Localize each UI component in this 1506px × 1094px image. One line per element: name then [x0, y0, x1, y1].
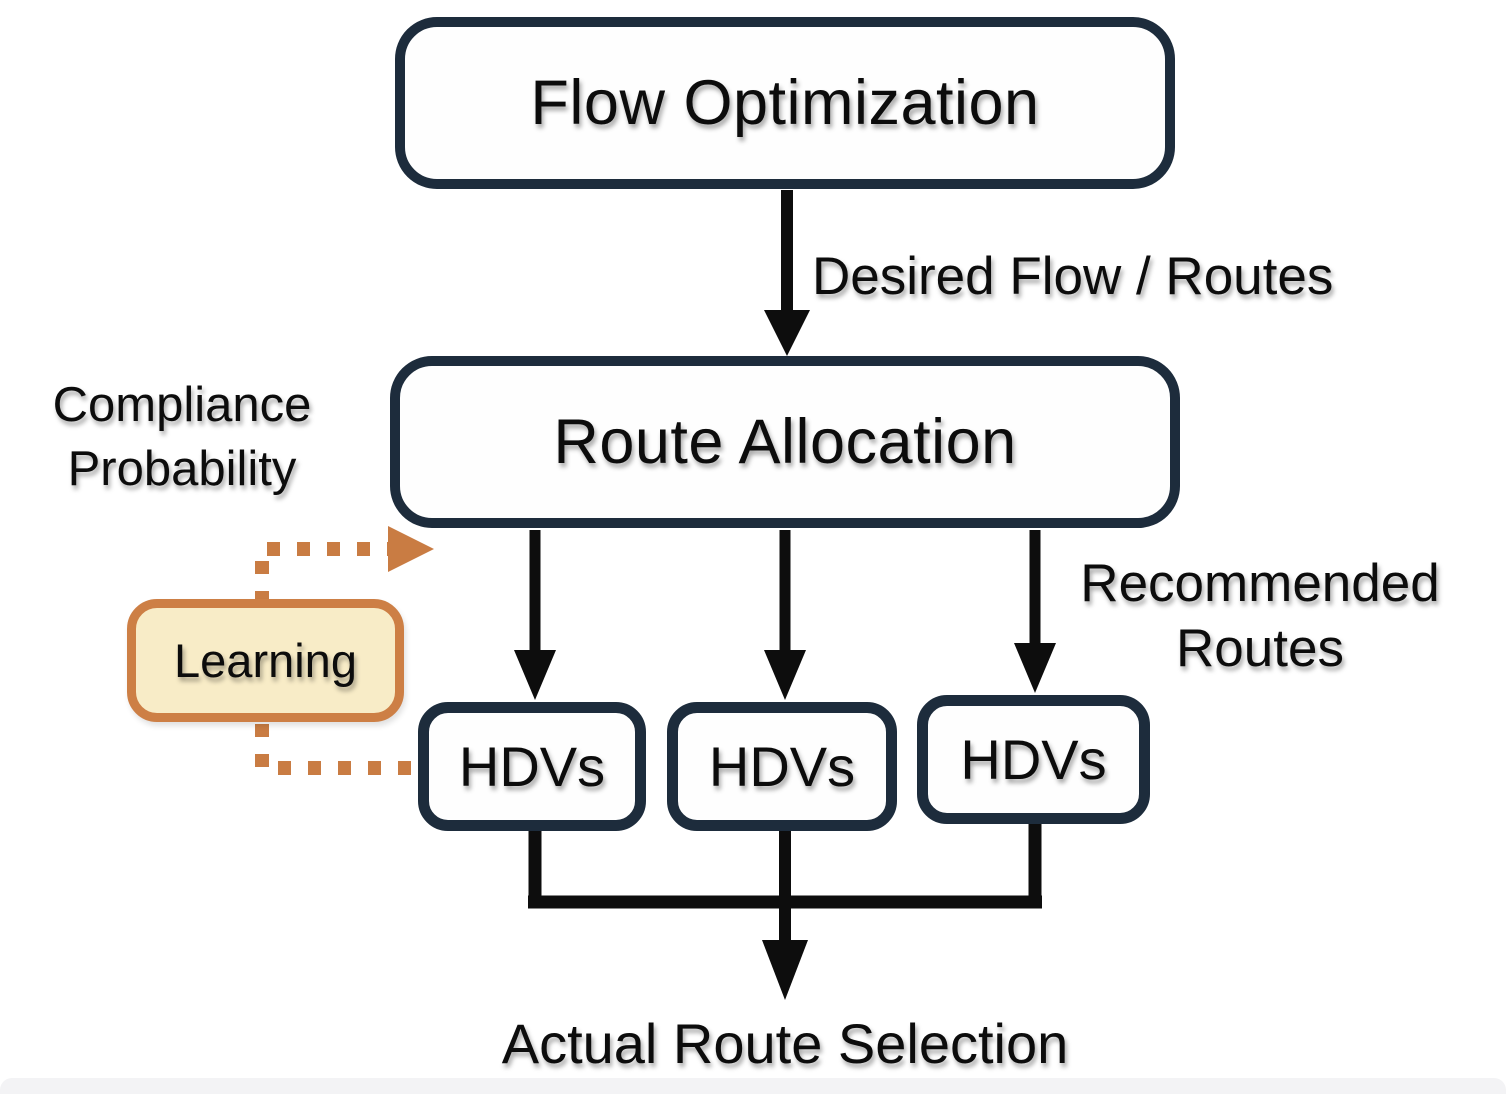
edge-label-desired-flow-routes: Desired Flow / Routes	[812, 247, 1334, 306]
edge-label-recommended-routes: Recommended Routes	[1056, 552, 1464, 681]
dotted-line-learning-to-hdv-1	[255, 724, 416, 775]
node-hdvs-2: HDVs	[667, 702, 897, 831]
label-actual-route-selection: Actual Route Selection	[501, 1012, 1069, 1075]
node-learning: Learning	[127, 599, 404, 722]
recommended-line-2: Routes	[1176, 618, 1344, 678]
arrow-route-to-hdv-3	[1014, 530, 1056, 693]
node-hdvs-3: HDVs	[917, 695, 1150, 824]
node-flow-optimization: Flow Optimization	[395, 17, 1175, 189]
compliance-line-1: Compliance	[52, 378, 312, 432]
node-hdvs-3-label: HDVs	[960, 728, 1107, 791]
arrow-flow-to-route-allocation	[764, 190, 810, 356]
node-route-allocation-label: Route Allocation	[553, 407, 1017, 477]
node-hdvs-1-label: HDVs	[458, 735, 606, 798]
compliance-line-2: Probability	[67, 441, 297, 496]
edge-label-compliance-probability: Compliance Probability	[8, 374, 356, 501]
node-hdvs-2-label: HDVs	[708, 735, 856, 798]
node-learning-label: Learning	[174, 634, 357, 687]
merge-connector-hdvs-to-actual	[528, 822, 1042, 1000]
arrow-route-to-hdv-1	[514, 530, 556, 700]
dotted-arrow-learning-to-route-allocation	[255, 526, 434, 604]
node-flow-optimization-label: Flow Optimization	[530, 68, 1040, 138]
recommended-line-1: Recommended	[1080, 554, 1440, 613]
node-route-allocation: Route Allocation	[390, 356, 1180, 528]
node-hdvs-1: HDVs	[418, 702, 646, 831]
arrow-route-to-hdv-2	[764, 530, 806, 700]
bottom-window-edge	[0, 1078, 1506, 1094]
